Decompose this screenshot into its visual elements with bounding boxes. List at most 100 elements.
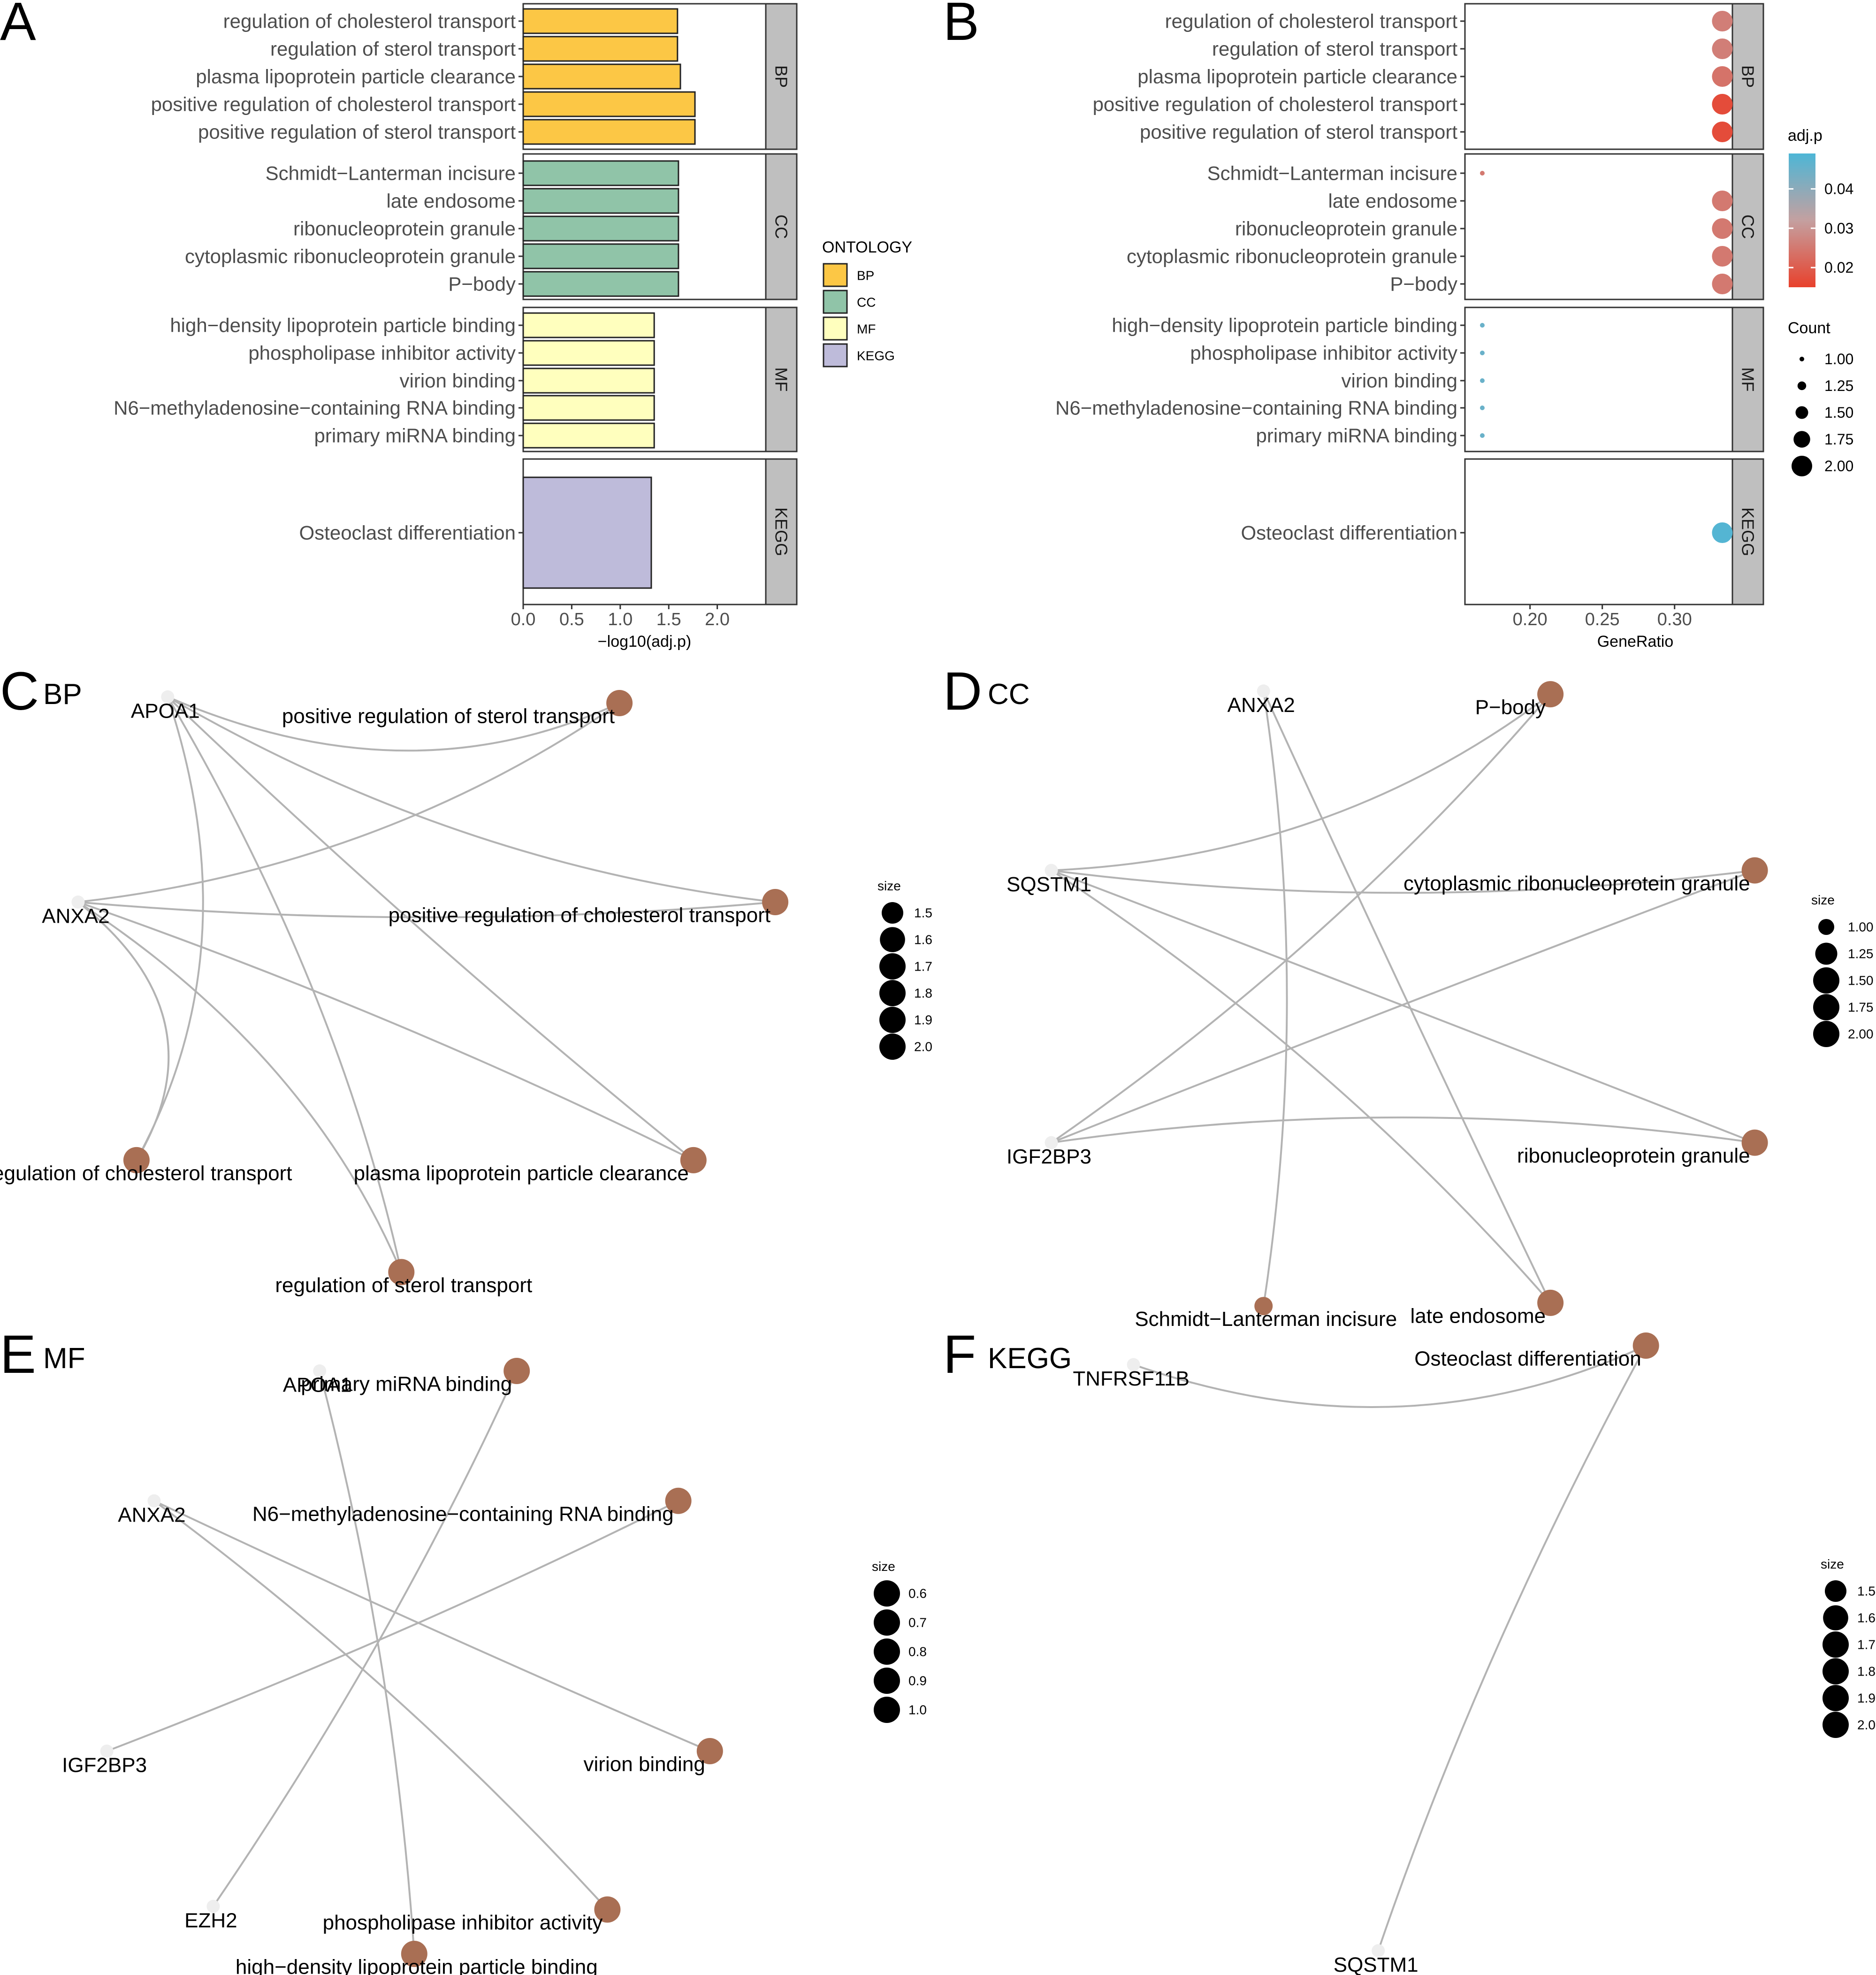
bar-n6-methyladenosine-containing-rna-binding: [522, 395, 655, 421]
dot-osteoclast-differentiation: [1712, 522, 1733, 543]
size-legend-label: 1.50: [1848, 973, 1874, 988]
dot-high-density-lipoprotein-particle-binding: [1479, 323, 1485, 328]
size-legend-dot: [1813, 994, 1839, 1020]
size-legend-dot: [1823, 1685, 1849, 1711]
edge-ezh2-pmb: [212, 1370, 518, 1907]
edge-igf2bp3-n6: [106, 1500, 679, 1752]
term-node-rst: [388, 1259, 415, 1286]
category-label-positive-regulation-of-sterol-transport: positive regulation of sterol transport: [1140, 121, 1457, 143]
edge-anxa2-sli: [1262, 690, 1288, 1307]
term-label-pbody: P−body: [1475, 696, 1546, 719]
category-label-cytoplasmic-ribonucleoprotein-granule: cytoplasmic ribonucleoprotein granule: [1127, 245, 1457, 268]
category-label-osteoclast-differentiation: Osteoclast differentiation: [1241, 522, 1458, 544]
edge-tnfrsf11b-od: [1133, 1345, 1647, 1408]
size-legend-label: 1.5: [1857, 1584, 1876, 1599]
size-legend-dot: [1793, 431, 1810, 448]
term-node-le: [1537, 1289, 1564, 1316]
size-legend-label: 1.6: [914, 933, 932, 947]
dot-late-endosome: [1712, 191, 1733, 211]
legend-label-bp: BP: [857, 268, 874, 283]
edge-apoa1-pcts: [167, 696, 776, 903]
legend-swatch-kegg: [823, 343, 848, 367]
edge-igf2bp3-rg: [1051, 1116, 1755, 1144]
facet-frame-cc: [1464, 153, 1733, 300]
size-legend-dot: [879, 953, 906, 980]
facet-strip-label-bp: BP: [1739, 65, 1758, 88]
category-label-primary-mirna-binding: primary miRNA binding: [1256, 425, 1457, 447]
size-legend-dot: [882, 902, 903, 924]
color-legend-label: 0.04: [1824, 180, 1853, 197]
gene-label-tnfrsf11b: TNFRSF11B: [1073, 1367, 1190, 1390]
bar-high-density-lipoprotein-particle-binding: [522, 312, 655, 338]
dot-virion-binding: [1479, 378, 1485, 383]
edge-anxa2-rct: [77, 901, 170, 1161]
dot-p-body: [1712, 274, 1733, 294]
term-node-pia: [594, 1896, 621, 1923]
size-legend-dot: [1823, 1631, 1849, 1658]
size-legend-label: 1.75: [1824, 431, 1853, 448]
bar-late-endosome: [522, 188, 679, 214]
bar-plasma-lipoprotein-particle-clearance: [522, 63, 681, 90]
gene-node-apoa1: [313, 1364, 327, 1378]
facet-strip-bp: [765, 3, 798, 150]
dot-positive-regulation-of-cholesterol-transport: [1712, 94, 1733, 115]
gene-label-apoa1: APOA1: [283, 1374, 352, 1397]
category-label-positive-regulation-of-sterol-transport: positive regulation of sterol transport: [198, 121, 516, 143]
category-label-p-body: P−body: [1390, 273, 1457, 295]
panel-b-letter: B: [943, 0, 979, 52]
bar-p-body: [522, 271, 679, 297]
gene-node-sqstm1: [1045, 864, 1058, 877]
size-legend-dot: [874, 1668, 900, 1694]
color-legend-label: 0.03: [1824, 220, 1853, 237]
size-legend-title: size: [1821, 1557, 1844, 1571]
category-label-plasma-lipoprotein-particle-clearance: plasma lipoprotein particle clearance: [1137, 66, 1457, 88]
size-legend-dot: [1823, 1605, 1848, 1631]
facet-strip-label-cc: CC: [1739, 214, 1758, 239]
x-tick-label: 0.30: [1657, 610, 1692, 629]
edge-anxa2-vb: [153, 1500, 710, 1752]
edge-anxa2-psts: [78, 702, 620, 903]
legend-title: ONTOLOGY: [822, 238, 912, 256]
bar-regulation-of-cholesterol-transport: [522, 8, 679, 34]
term-node-pbody: [1537, 681, 1564, 708]
gene-label-apoa1: APOA1: [131, 699, 200, 722]
x-tick-label: 2.0: [705, 610, 730, 629]
dot-regulation-of-sterol-transport: [1712, 38, 1733, 59]
size-legend-label: 1.8: [914, 986, 932, 1001]
gene-label-anxa2: ANXA2: [42, 905, 109, 928]
size-legend-label: 1.00: [1824, 351, 1853, 367]
color-legend-bar: [1789, 153, 1815, 287]
size-legend-label: 0.9: [908, 1674, 927, 1688]
term-label-hdl: high−density lipoprotein particle bindin…: [236, 1956, 598, 1975]
size-legend-title: Count: [1788, 319, 1830, 337]
size-legend-label: 1.9: [1857, 1691, 1876, 1706]
edge-sqstm1-pbody: [1051, 693, 1551, 872]
category-label-high-density-lipoprotein-particle-binding: high−density lipoprotein particle bindin…: [1112, 314, 1457, 337]
bar-osteoclast-differentiation: [522, 476, 652, 589]
term-label-od: Osteoclast differentiation: [1414, 1347, 1641, 1370]
gene-label-igf2bp3: IGF2BP3: [62, 1754, 147, 1777]
category-label-regulation-of-cholesterol-transport: regulation of cholesterol transport: [1165, 10, 1458, 32]
size-legend-dot: [879, 1033, 906, 1060]
size-legend-dot: [1823, 1658, 1849, 1684]
size-legend-dot: [1797, 381, 1807, 390]
panel-c-letter: C: [0, 661, 39, 721]
edge-anxa2-le: [1262, 690, 1551, 1303]
bar-cytoplasmic-ribonucleoprotein-granule: [522, 243, 679, 269]
gene-node-ezh2: [206, 1899, 220, 1913]
size-legend-label: 1.7: [914, 959, 932, 974]
dot-schmidt-lanterman-incisure: [1479, 171, 1485, 176]
gene-node-apoa1: [161, 690, 175, 704]
legend-label-cc: CC: [857, 295, 876, 310]
facet-frame-kegg: [1464, 458, 1733, 605]
bar-ribonucleoprotein-granule: [522, 215, 679, 242]
term-label-psts: positive regulation of sterol transport: [282, 705, 615, 728]
category-label-late-endosome: late endosome: [1328, 190, 1457, 212]
edge-sqstm1-le: [1051, 869, 1551, 1304]
bar-regulation-of-sterol-transport: [522, 36, 679, 62]
legend-label-mf: MF: [857, 322, 876, 337]
edge-anxa2-rst: [77, 901, 403, 1273]
